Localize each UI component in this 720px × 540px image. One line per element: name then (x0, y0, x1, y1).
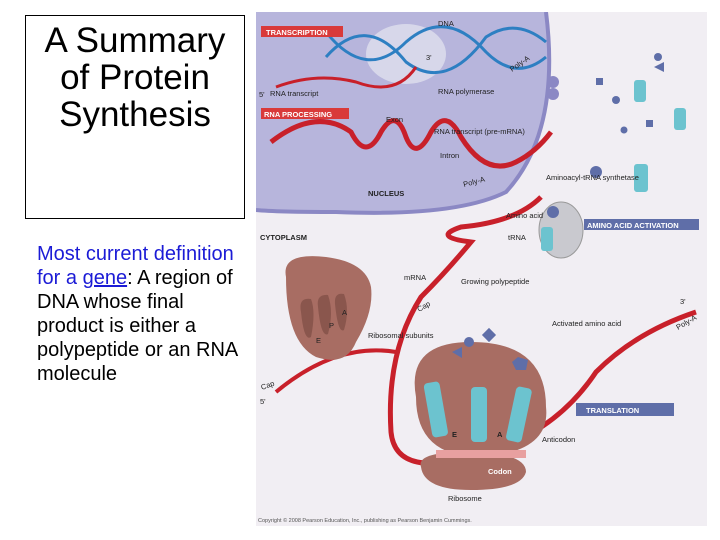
nucleus-label: NUCLEUS (368, 189, 404, 198)
nuclear-pore (547, 88, 559, 100)
activated-amino-acid (512, 357, 528, 370)
codon-strip (436, 450, 526, 458)
rna-polymerase-label: RNA polymerase (438, 87, 494, 96)
amino-acid (620, 126, 628, 134)
rna-processing-label-box (261, 108, 349, 119)
dna-strand (324, 25, 547, 70)
five-prime-top-label: 5' (259, 90, 265, 99)
exon-label: Exon (386, 115, 403, 124)
five-prime-bottom-label: 5' (260, 397, 266, 406)
polypeptide-unit (481, 327, 497, 343)
rna-transcript-pre-label: RNA transcript (pre-mRNA) (434, 127, 525, 136)
ribosome-site (317, 294, 331, 335)
pre-mrna (269, 118, 553, 169)
growing-polypeptide-label: Growing polypeptide (461, 277, 529, 286)
amino-acid (596, 78, 603, 85)
subunit-a-label: A (342, 308, 347, 317)
slide-title: A Summary of Protein Synthesis (44, 21, 226, 134)
trna (674, 108, 686, 130)
ribosome-site (300, 298, 314, 338)
bullet-prefix: Most current definition for a (37, 243, 234, 289)
subunit-p-label: P (329, 321, 334, 330)
dna-strand (324, 26, 547, 75)
gene-term: gene (82, 267, 128, 289)
ribosome-site (334, 293, 347, 331)
mrna-label: mRNA (404, 273, 426, 282)
transcription-label-box (261, 26, 343, 37)
dna-label: DNA (438, 19, 454, 28)
amino-acid-activation-label-box (584, 219, 699, 230)
three-prime-right-label: 3' (680, 297, 686, 306)
three-prime-top-label: 3' (426, 53, 432, 62)
activated-amino-acid-label: Activated amino acid (552, 319, 621, 328)
mrna-strand (387, 195, 697, 466)
trna (471, 387, 487, 442)
trna (423, 381, 448, 438)
amino-acid (654, 53, 662, 61)
trna (634, 164, 648, 192)
amino-acid (612, 96, 620, 104)
nuclear-pore (547, 76, 559, 88)
rna-transcript-strand (275, 66, 418, 89)
ribosome-small-subunit (420, 452, 526, 490)
anticodon-label: Anticodon (542, 435, 575, 444)
cap-label: Cap (260, 379, 276, 392)
intron-label: Intron (440, 151, 459, 160)
rna-transcript-label: RNA transcript (270, 89, 319, 98)
bullet-rest: : A region of DNA whose final product is… (37, 267, 238, 385)
translation-label: TRANSLATION (586, 406, 639, 415)
polypeptide-unit (464, 337, 474, 347)
subunit-e-label: E (316, 336, 321, 345)
amino-acid-activation-label: AMINO ACID ACTIVATION (587, 221, 679, 230)
rna-polymerase (366, 24, 446, 84)
ribosomal-subunits-label: Ribosomal subunits (368, 331, 434, 340)
aminoacyl-trna-synthetase-label: Aminoacyl-tRNA synthetase (546, 173, 639, 182)
definition-bullet: Most current definition for a gene: A re… (37, 242, 242, 386)
ribosome-label: Ribosome (448, 494, 482, 503)
nucleus (256, 12, 550, 213)
amino-acid-label: Amino acid (506, 211, 543, 220)
amino-acid (654, 62, 664, 72)
protein-synthesis-figure: TRANSCRIPTION RNA PROCESSING AMINO ACID … (256, 12, 707, 526)
amino-acid (646, 120, 653, 127)
trna-label: tRNA (508, 233, 526, 242)
trna (506, 386, 532, 443)
trna (541, 227, 553, 251)
title-box: A Summary of Protein Synthesis (25, 15, 245, 219)
amino-acid (547, 206, 559, 218)
codon-label: Codon (488, 467, 512, 476)
nuclear-envelope (256, 12, 552, 215)
site-a-label: A (497, 430, 503, 439)
rna-processing-label: RNA PROCESSING (264, 110, 332, 119)
trna (634, 80, 646, 102)
transcription-label: TRANSCRIPTION (266, 28, 328, 37)
cytoplasm-label: CYTOPLASM (260, 233, 307, 242)
polypeptide-unit (452, 347, 462, 358)
site-e-label: E (452, 430, 457, 439)
translation-label-box (576, 403, 674, 416)
copyright-note: Copyright © 2008 Pearson Education, Inc.… (258, 518, 472, 524)
amino-acid (590, 166, 602, 178)
